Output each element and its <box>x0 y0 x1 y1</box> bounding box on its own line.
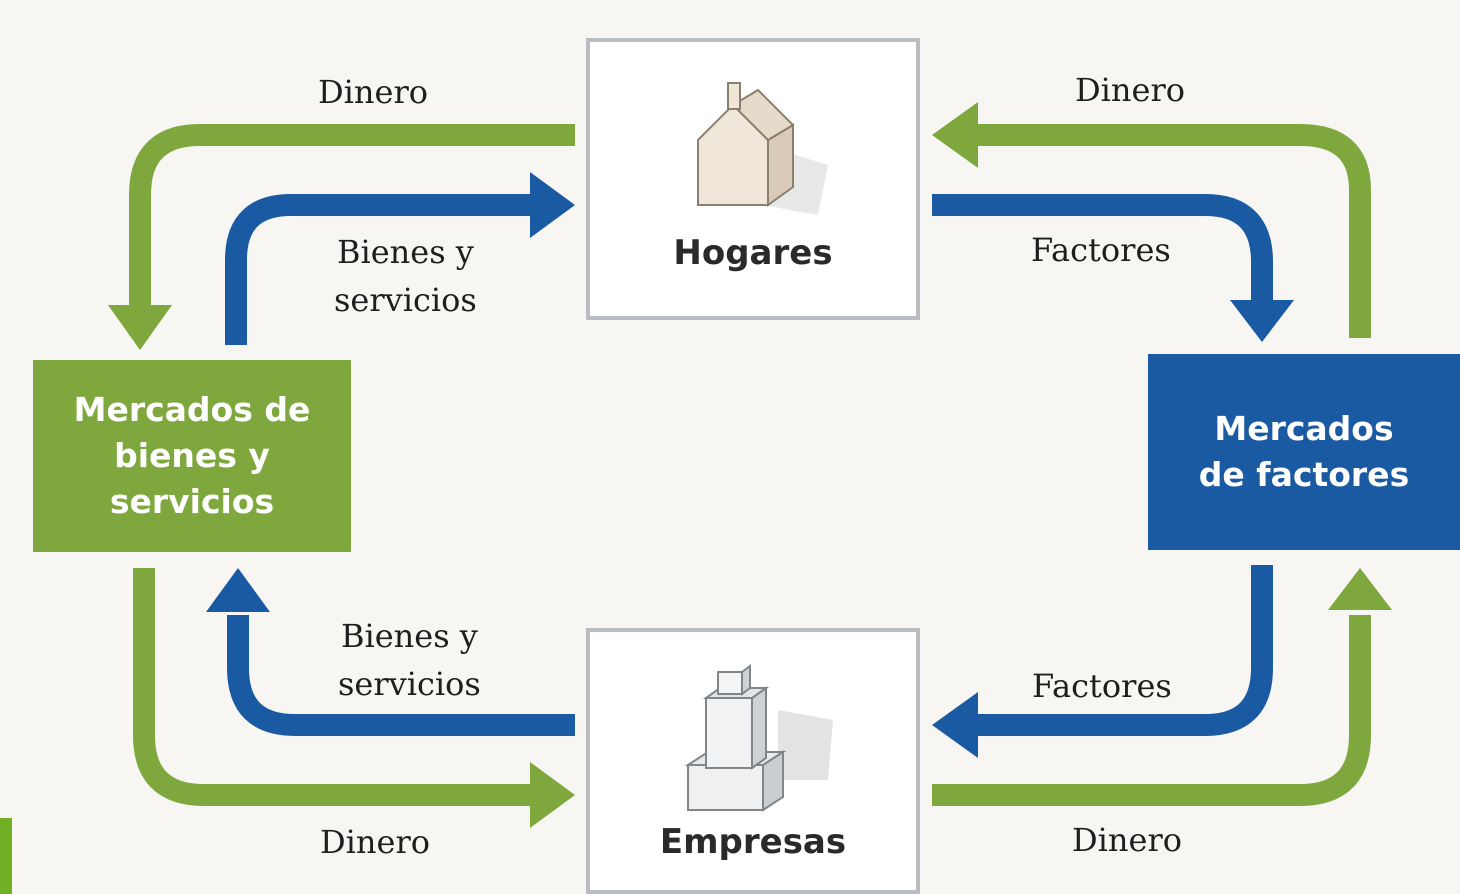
money-arrowhead-top-right <box>932 102 978 168</box>
money-flow-top-right <box>972 124 1371 338</box>
goods-arrowhead-bottom <box>206 568 270 612</box>
money-label-top-right: Dinero <box>1075 71 1185 109</box>
factors-arrowhead-bottom <box>932 692 978 758</box>
goods-label-top-line2: servicios <box>334 281 477 319</box>
factors-flow-top <box>932 194 1273 305</box>
money-arrowhead-bottom-left <box>530 762 575 828</box>
goods-market-line1: Mercados de <box>73 390 311 429</box>
goods-label-top: Bienes y servicios <box>334 228 477 324</box>
money-flow-top-left <box>129 124 575 312</box>
money-label-bottom-left: Dinero <box>320 823 430 861</box>
goods-label-top-line1: Bienes y <box>336 233 474 271</box>
firms-node: Empresas <box>586 628 920 894</box>
households-node: Hogares <box>586 38 920 320</box>
goods-market-line3: servicios <box>109 482 275 521</box>
goods-flow-top <box>225 194 535 345</box>
goods-label-bottom-line1: Bienes y <box>340 617 478 655</box>
money-label-top-left: Dinero <box>318 73 428 111</box>
factor-market-box: Mercados de factores <box>1148 354 1460 550</box>
goods-label-bottom: Bienes y servicios <box>338 612 481 708</box>
factors-label-top: Factores <box>1031 231 1171 269</box>
factor-market-line2: de factores <box>1198 455 1410 494</box>
factors-arrowhead-top <box>1230 300 1294 342</box>
goods-label-bottom-line2: servicios <box>338 665 481 703</box>
factors-label-bottom: Factores <box>1032 667 1172 705</box>
goods-flow-bottom <box>227 615 575 736</box>
money-flow-bottom-left <box>133 568 535 806</box>
goods-market-line2: bienes y <box>114 436 270 475</box>
money-flow-bottom-right <box>932 615 1371 806</box>
money-arrowhead-bottom-right <box>1328 568 1392 610</box>
goods-arrowhead-top <box>530 172 575 238</box>
money-label-bottom-right: Dinero <box>1072 821 1182 859</box>
firms-label: Empresas <box>659 822 847 862</box>
factor-market-line1: Mercados <box>1214 409 1394 448</box>
goods-services-market-box: Mercados de bienes y servicios <box>33 360 351 552</box>
money-arrowhead-top-left <box>108 305 172 350</box>
house-icon <box>697 82 828 215</box>
households-label: Hogares <box>673 233 833 273</box>
building-icon <box>684 664 833 812</box>
slide-accent-bar <box>0 818 12 894</box>
factors-flow-bottom <box>972 565 1273 736</box>
